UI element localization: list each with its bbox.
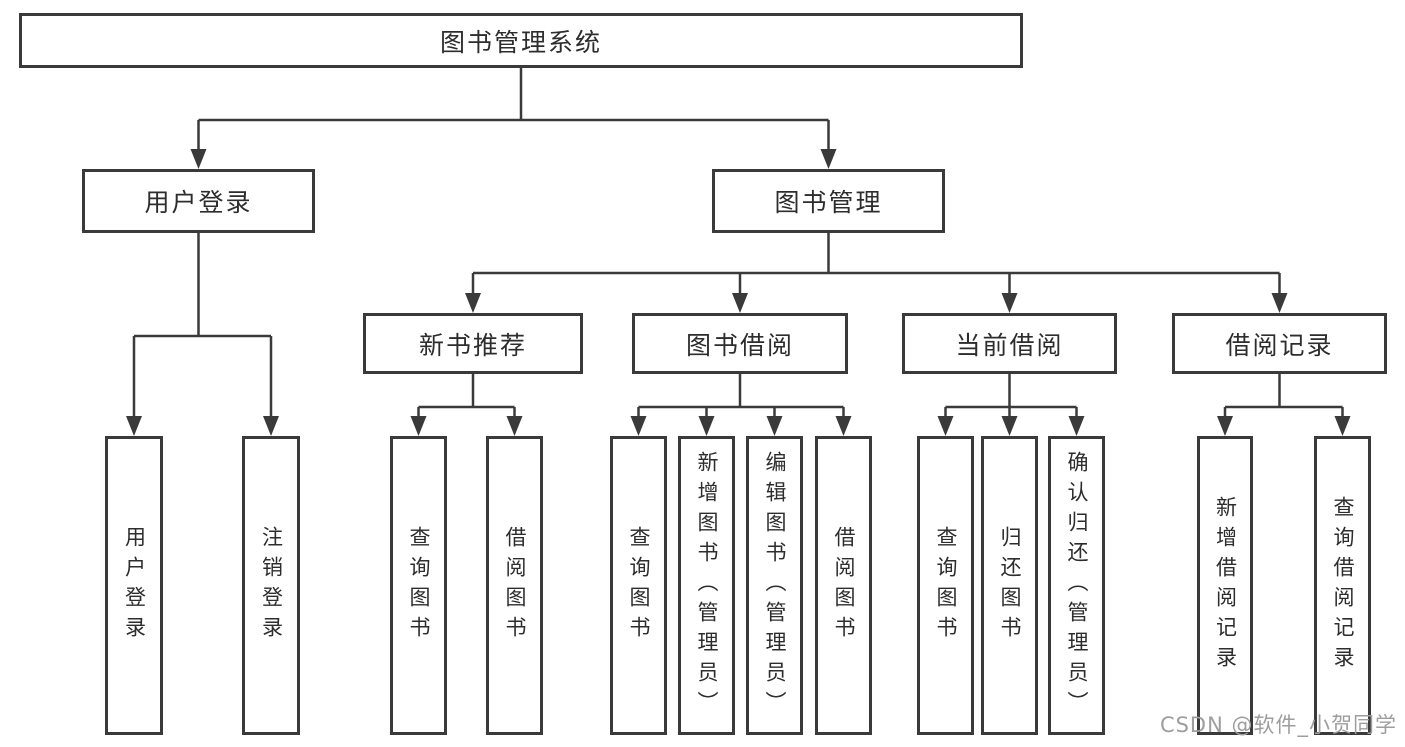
node-label: 查询借阅记录: [1331, 495, 1355, 676]
node-label: 借阅图书: [503, 525, 527, 646]
node-label: 图书管理系统: [439, 27, 602, 57]
leaf-add-borrow-record: 新增借阅记录: [1197, 436, 1253, 735]
node-label: 查询图书: [407, 525, 431, 646]
node-user-login: 用户登录: [82, 169, 315, 233]
node-label: 编辑图书（管理员）: [763, 450, 787, 721]
leaf-logout: 注销登录: [242, 436, 300, 735]
node-label: 图书管理: [774, 188, 883, 217]
node-label: 用户登录: [122, 525, 147, 646]
node-label: 新书推荐: [418, 330, 527, 360]
node-current-borrowing: 当前借阅: [902, 313, 1117, 374]
leaf-query-books-recommend: 查询图书: [390, 436, 447, 735]
leaf-query-books-borrow: 查询图书: [610, 436, 667, 735]
node-label: 借阅记录: [1225, 330, 1334, 360]
node-borrowing-records: 借阅记录: [1172, 313, 1387, 374]
node-label: 用户登录: [144, 188, 253, 217]
leaf-add-books-admin: 新增图书（管理员）: [678, 436, 735, 735]
node-label: 图书借阅: [685, 330, 794, 360]
node-library-management-system: 图书管理系统: [19, 13, 1023, 68]
leaf-borrow-books: 借阅图书: [815, 436, 872, 735]
leaf-query-borrow-record: 查询借阅记录: [1314, 436, 1371, 735]
node-label: 确认归还（管理员）: [1065, 450, 1089, 721]
csdn-watermark: CSDN @软件_小贺同学: [1159, 713, 1397, 737]
node-label: 注销登录: [259, 525, 284, 646]
node-label: 新增图书（管理员）: [695, 450, 719, 721]
leaf-user-login: 用户登录: [105, 436, 163, 735]
leaf-query-books-current: 查询图书: [917, 436, 974, 735]
leaf-borrow-books-recommend: 借阅图书: [486, 436, 543, 735]
leaf-confirm-return-admin: 确认归还（管理员）: [1048, 436, 1105, 735]
node-label: 借阅图书: [832, 525, 856, 646]
node-label: 归还图书: [998, 525, 1022, 646]
node-label: 查询图书: [627, 525, 651, 646]
node-label: 当前借阅: [955, 330, 1064, 360]
leaf-return-books: 归还图书: [981, 436, 1038, 735]
node-label: 查询图书: [934, 525, 958, 646]
node-book-borrowing: 图书借阅: [632, 313, 848, 374]
node-label: 新增借阅记录: [1213, 495, 1238, 676]
leaf-edit-books-admin: 编辑图书（管理员）: [746, 436, 803, 735]
node-book-management: 图书管理: [712, 169, 945, 233]
node-new-book-recommend: 新书推荐: [363, 313, 583, 374]
